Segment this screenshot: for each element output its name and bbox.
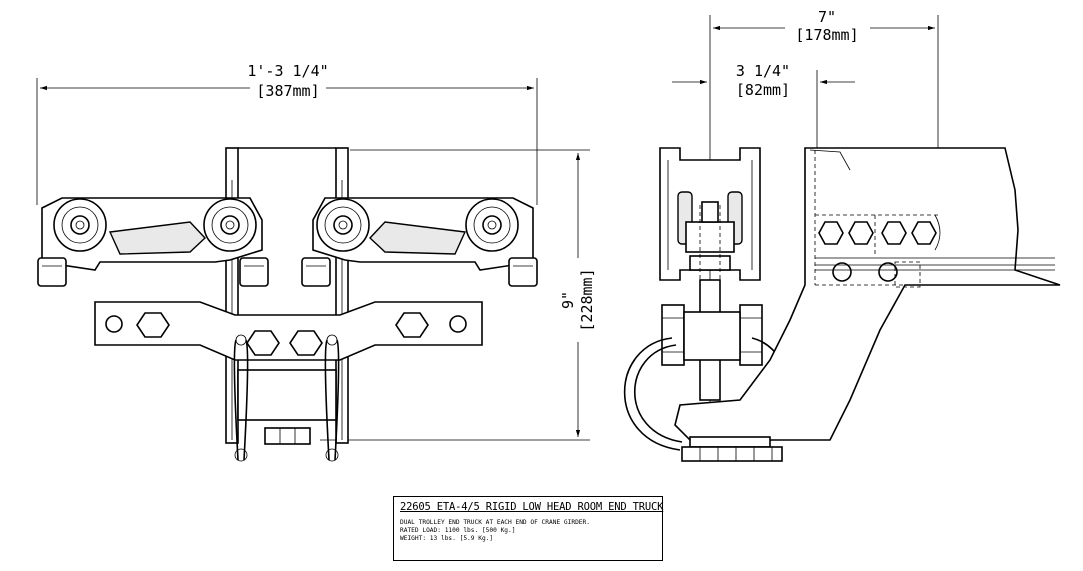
overall-width-imperial: 1'-3 1/4" — [247, 62, 328, 80]
side-offset-large-imperial: 7" — [818, 8, 836, 26]
title-block-line-3: WEIGHT: 13 lbs. [5.9 Kg.] — [400, 535, 494, 542]
side-offset-small-metric: [82mm] — [736, 81, 790, 99]
side-offset-small-dimension: 3 1/4" [82mm] — [672, 62, 855, 150]
side-view: 7" [178mm] 3 1/4" [82mm] — [623, 8, 1061, 462]
front-wheels — [53, 198, 519, 252]
title-block-line-2: RATED LOAD: 1100 lbs. [500 Kg.] — [400, 527, 516, 534]
overall-width-dimension: 1'-3 1/4" [387mm] — [36, 62, 538, 205]
girder-bracket — [674, 147, 1061, 441]
retaining-pins — [233, 334, 340, 462]
rail-profile — [659, 147, 761, 300]
title-block-line-1: DUAL TROLLEY END TRUCK AT EACH END OF CR… — [400, 519, 590, 526]
wheel-2 — [203, 198, 257, 252]
side-offset-large-metric: [178mm] — [795, 26, 858, 44]
title-block-title: 22605 ETA-4/5 RIGID LOW HEAD ROOM END TR… — [400, 501, 664, 513]
title-block: 22605 ETA-4/5 RIGID LOW HEAD ROOM END TR… — [393, 496, 663, 561]
side-offset-small-imperial: 3 1/4" — [736, 62, 790, 80]
overall-width-metric: [387mm] — [256, 82, 319, 100]
bottom-chain — [681, 436, 783, 462]
frame-plates — [225, 147, 349, 444]
front-view: 1'-3 1/4" [387mm] 9" [228mm] — [36, 62, 596, 462]
height-metric: [228mm] — [578, 268, 596, 331]
wheel-3 — [316, 198, 370, 252]
wheel-1 — [53, 198, 107, 252]
wheel-4 — [465, 198, 519, 252]
height-dimension: 9" [228mm] — [320, 149, 596, 441]
height-imperial: 9" — [559, 291, 577, 309]
bottom-nut — [264, 427, 311, 445]
equalizer-bar — [94, 301, 483, 361]
